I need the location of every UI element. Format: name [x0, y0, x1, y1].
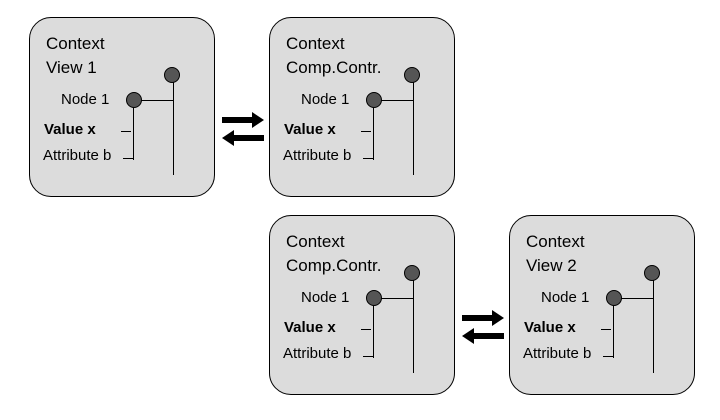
- bidirectional-arrows-bottom: [462, 310, 504, 344]
- attribute-label: Attribute b: [283, 345, 352, 362]
- attribute-tick: [123, 158, 133, 159]
- node-connector-line: [375, 100, 413, 101]
- context-title-line2: View 2: [526, 256, 577, 275]
- context-box-view-2: Context View 2 Node 1 Value x Attribute …: [509, 215, 695, 395]
- attribute-tick: [363, 356, 373, 357]
- root-connector-line: [413, 273, 414, 373]
- node-child-line: [373, 100, 374, 160]
- node-connector-line: [615, 298, 653, 299]
- context-title-line2: Comp.Contr.: [286, 58, 382, 77]
- node-label: Node 1: [301, 91, 350, 108]
- context-title-line2: Comp.Contr.: [286, 256, 382, 275]
- root-node-dot: [644, 265, 660, 281]
- value-tick: [601, 329, 611, 330]
- context-title-line1: Context: [286, 34, 345, 53]
- value-label: Value x: [524, 319, 576, 336]
- arrow-left-icon: [462, 328, 504, 344]
- node-child-line: [373, 298, 374, 358]
- context-title-line2: View 1: [46, 58, 97, 77]
- node-dot: [366, 92, 382, 108]
- attribute-tick: [603, 356, 613, 357]
- value-tick: [361, 329, 371, 330]
- value-label: Value x: [44, 121, 96, 138]
- node-label: Node 1: [301, 289, 350, 306]
- value-tick: [361, 131, 371, 132]
- context-title-line1: Context: [526, 232, 585, 251]
- context-title-line1: Context: [286, 232, 345, 251]
- node-connector-line: [135, 100, 173, 101]
- root-node-dot: [404, 265, 420, 281]
- arrow-right-icon: [462, 310, 504, 326]
- value-label: Value x: [284, 121, 336, 138]
- node-dot: [366, 290, 382, 306]
- node-child-line: [133, 100, 134, 160]
- node-child-line: [613, 298, 614, 358]
- node-connector-line: [375, 298, 413, 299]
- root-connector-line: [653, 273, 654, 373]
- root-connector-line: [173, 75, 174, 175]
- node-label: Node 1: [61, 91, 110, 108]
- context-box-view-1: Context View 1 Node 1 Value x Attribute …: [29, 17, 215, 197]
- root-node-dot: [164, 67, 180, 83]
- arrow-left-icon: [222, 130, 264, 146]
- bidirectional-arrows-top: [222, 112, 264, 146]
- root-connector-line: [413, 75, 414, 175]
- context-title-line1: Context: [46, 34, 105, 53]
- attribute-label: Attribute b: [283, 147, 352, 164]
- value-tick: [121, 131, 131, 132]
- context-box-comp-contr-top: Context Comp.Contr. Node 1 Value x Attri…: [269, 17, 455, 197]
- attribute-label: Attribute b: [523, 345, 592, 362]
- context-box-comp-contr-bottom: Context Comp.Contr. Node 1 Value x Attri…: [269, 215, 455, 395]
- attribute-label: Attribute b: [43, 147, 112, 164]
- root-node-dot: [404, 67, 420, 83]
- node-label: Node 1: [541, 289, 590, 306]
- node-dot: [606, 290, 622, 306]
- node-dot: [126, 92, 142, 108]
- arrow-right-icon: [222, 112, 264, 128]
- attribute-tick: [363, 158, 373, 159]
- value-label: Value x: [284, 319, 336, 336]
